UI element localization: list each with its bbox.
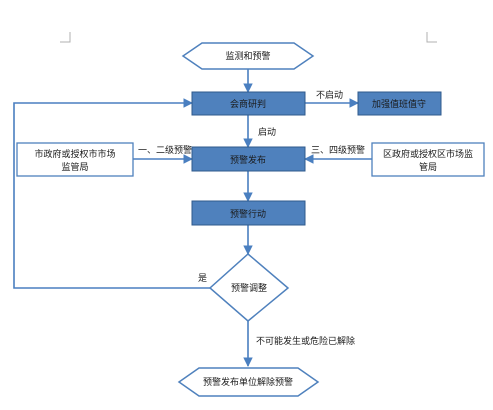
node-district-label-line1: 区政府或授权区市场监 bbox=[383, 148, 473, 160]
page-corner-marks bbox=[60, 32, 437, 43]
node-start-shape bbox=[181, 42, 315, 70]
node-strengthen-label: 加强值班值守 bbox=[372, 98, 426, 110]
node-action-label: 预警行动 bbox=[230, 208, 266, 220]
edge-label-started: 启动 bbox=[258, 126, 276, 138]
node-end-label: 预警发布单位解除预警 bbox=[203, 376, 293, 388]
node-city-label-line1: 市政府或授权市市场 bbox=[34, 148, 115, 160]
node-adjust-label: 预警调整 bbox=[231, 282, 267, 294]
edge-label-level-12: 一、二级预警 bbox=[138, 144, 192, 156]
node-publish-shape bbox=[191, 146, 306, 172]
node-consult-shape bbox=[191, 91, 306, 116]
node-start-label: 监测和预警 bbox=[225, 50, 270, 62]
edge-label-not-started: 不启动 bbox=[316, 89, 343, 101]
node-district-shape bbox=[371, 142, 485, 177]
node-action-shape bbox=[191, 200, 306, 226]
edge-label-lifted: 不可能发生或危险已解除 bbox=[256, 335, 355, 347]
edge-label-yes: 是 bbox=[198, 273, 207, 284]
node-district-label-line2: 管局 bbox=[419, 161, 437, 173]
node-city-label-line2: 监管局 bbox=[61, 161, 88, 173]
node-city-shape bbox=[16, 142, 134, 177]
node-strengthen-shape bbox=[357, 91, 442, 116]
edge-label-level-34: 三、四级预警 bbox=[311, 144, 365, 156]
node-consult-label: 会商研判 bbox=[230, 98, 266, 110]
node-end-shape bbox=[177, 367, 320, 397]
edge-adjust-loop-to-consult bbox=[13, 98, 210, 289]
node-publish-label: 预警发布 bbox=[230, 154, 266, 166]
node-adjust-shape bbox=[208, 253, 290, 322]
